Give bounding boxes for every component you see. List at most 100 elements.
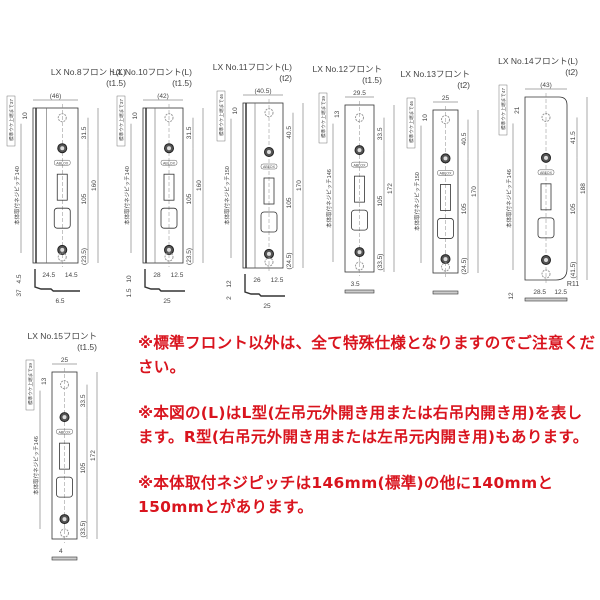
screw-hole-inner [62,517,67,522]
dim-width: 25 [442,95,450,102]
dim-mid: 105 [461,203,468,214]
dim-top: 10 [132,112,139,120]
logo-badge [351,161,368,168]
latch-slot [263,177,275,205]
lower-hole-icon [441,262,450,272]
dim-top: 10 [422,114,429,122]
logo-badge [260,163,278,170]
lower-hole-icon [57,252,67,262]
plate-title: LX No.11フロント(L) [213,62,292,72]
deadbolt-slot [437,218,454,239]
note-special-spec: ※標準フロント以外は、全て特殊仕様となりますのでご注意ください。 [138,334,596,376]
dim-upper: 31.5 [81,126,88,139]
dim-total: 172 [387,183,394,194]
dim-mid: 105 [377,195,384,206]
section-dim: 4 [59,548,63,555]
pitch-label: 本体取付ネジピッチ140 [13,166,21,225]
section-dim: 12 [226,280,233,288]
section-dim: 24.5 [42,272,55,279]
dim-mid: 105 [570,203,577,214]
dim-upper: 33.5 [377,127,384,140]
plate-outline [524,96,568,281]
strike-box [318,92,328,144]
logo-text: ABLOX [59,430,72,434]
section-dim: 6.5 [55,298,64,305]
screw-hole-inner [267,150,271,155]
screw-hole-inner [544,155,548,160]
section-dim: 12.5 [171,272,184,279]
dim-bottom: (33.5) [377,254,384,271]
dim-mid: 105 [286,197,293,208]
strike-hole-icon [355,113,364,123]
deadbolt-slot [56,476,73,498]
screw-hole-inner [60,146,65,151]
deadbolt-slot [351,209,368,231]
plate-thickness: (t2) [457,80,470,90]
logo-text: ABLOX [163,161,176,165]
dim-total: 170 [296,180,303,191]
dim-width: (46) [50,93,62,100]
screw-hole-inner [357,250,362,255]
dim-bottom: (23.5) [81,248,88,265]
dim-upper: 31.5 [186,126,193,139]
lower-hole-icon [541,269,551,279]
dim-width: (40.5) [255,88,272,95]
strike-label: 標準ウケ上端まで46 [408,101,415,143]
pitch-label: 本体取付ネジピッチ146 [32,436,40,495]
logo-text: ABLOX [540,171,553,175]
strike-hole-icon [60,380,69,390]
note-screw-pitch: ※本体取付ネジピッチは146mm(標準)の他に140mmと150mmとがあります… [138,474,554,516]
plate-title: LX No.15フロント [28,331,97,341]
screw-hole-inner [60,247,65,252]
lower-hole-icon [164,252,174,262]
section-profile [432,290,459,295]
dim-top: 13 [334,110,341,118]
plate-outline [32,107,79,264]
latch-slot [56,173,68,201]
dim-bottom: (24.5) [286,252,293,269]
section-profile [244,274,285,297]
screw-hole-inner [544,258,548,263]
plate-thickness: (t1.5) [106,78,126,88]
latch-slot [59,442,70,470]
section-dim: 28.5 [533,289,546,296]
plate-title: LX No.8フロント(L) [51,67,126,77]
pitch-label: 本体取付ネジピッチ150 [413,172,421,231]
pitch-label: 本体取付ネジピッチ146 [505,169,513,228]
screw-hole-inner [167,247,171,252]
logo-text: ABLOX [263,165,276,169]
dim-mid: 105 [81,193,88,204]
strike-box [498,84,508,136]
dim-width: (42) [157,93,169,100]
lower-hole-icon [60,528,69,538]
section-dim: 10 [126,275,133,283]
logo-badge [56,428,73,435]
lower-hole-icon [264,257,274,267]
plate-thickness: (t2) [565,67,578,77]
section-dim: 28 [153,272,161,279]
screw-hole-inner [267,251,271,256]
dim-total: 160 [196,180,203,191]
strike-hole-icon [264,108,274,118]
dim-total: 188 [580,183,587,194]
plate-title: LX No.13フロント [401,69,470,79]
strike-label: 標準ウケ上端まで46 [218,94,225,136]
logo-badge [437,170,454,176]
section-dim: 12.5 [271,277,284,284]
latch-slot [540,183,552,211]
logo-text: ABLOX [440,172,453,176]
radius-label: R11 [567,281,579,288]
dim-upper: 33.5 [80,394,87,407]
deadbolt-slot [537,217,555,239]
dim-top: 10 [22,112,29,120]
pitch-label: 本体取付ネジピッチ140 [123,166,131,225]
dim-upper: 40.5 [461,132,468,145]
dim-top: 13 [41,377,48,385]
strike-box [25,359,35,411]
logo-badge [537,169,555,176]
dim-mid: 105 [80,462,87,473]
plate-thickness: (t2) [279,73,292,83]
strike-hole-icon [441,115,450,125]
plate-4: LX No.13フロント(t2)ABLOX40.5105(24.5)17010本… [401,69,479,295]
section-dim: 14.5 [65,272,78,279]
